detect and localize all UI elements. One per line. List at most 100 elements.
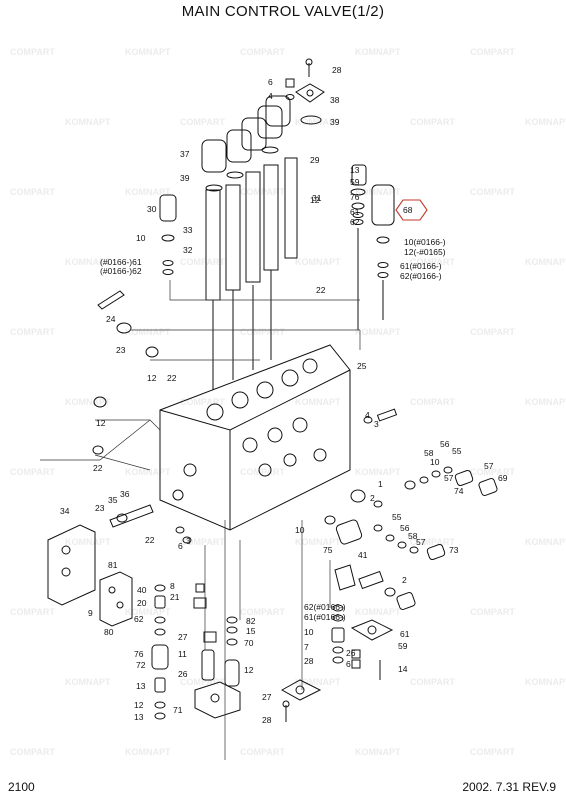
callout-label: 40 xyxy=(137,585,147,595)
watermark-word: KOMNAPT xyxy=(525,677,566,687)
side-block-left xyxy=(47,524,133,627)
callout-label: 23 xyxy=(116,345,126,355)
callout-label: 62 xyxy=(350,217,360,227)
watermark-word: COMPART xyxy=(10,187,55,197)
callout-label: 4 xyxy=(365,410,370,420)
lower-middle-stack xyxy=(194,616,241,719)
callout-label: 56 xyxy=(440,439,450,449)
watermark-word: COMPART xyxy=(10,467,55,477)
watermark-layer: COMPART KOMNAPT COMPART KOMNAPT COMPART KOMNA… xyxy=(10,47,566,757)
watermark-word: KOMNAPT xyxy=(295,397,341,407)
watermark-word: KOMNAPT xyxy=(355,747,401,757)
callout-label: 23 xyxy=(95,503,105,513)
callout-label: 41 xyxy=(358,550,368,560)
watermark-word: KOMNAPT xyxy=(125,327,171,337)
callout-label: 10 xyxy=(136,233,146,243)
watermark-word: KOMNAPT xyxy=(65,537,111,547)
callout-label: 25 xyxy=(357,361,367,371)
callout-label: 13 xyxy=(136,681,146,691)
watermark-word: KOMNAPT xyxy=(295,257,341,267)
watermark-word: KOMNAPT xyxy=(355,327,401,337)
watermark-word: KOMNAPT xyxy=(525,397,566,407)
callout-label: 12 xyxy=(310,195,320,205)
callout-label: 3 xyxy=(186,536,191,546)
watermark-word: KOMNAPT xyxy=(525,257,566,267)
callout-label: 28 xyxy=(304,656,314,666)
watermark-word: COMPART xyxy=(180,397,225,407)
callout-label: 13 xyxy=(134,712,144,722)
watermark-word: COMPART xyxy=(410,537,455,547)
callout-label: 33 xyxy=(183,225,193,235)
callout-label: 12(-#0165) xyxy=(404,247,446,257)
callout-label: 70 xyxy=(244,638,254,648)
callout-label: 61 xyxy=(350,207,360,217)
callout-label: 12 xyxy=(134,700,144,710)
spool-bank xyxy=(201,95,298,390)
watermark-word: KOMNAPT xyxy=(295,117,341,127)
callout-label: 3 xyxy=(374,419,379,429)
callout-label: 31 xyxy=(312,193,322,203)
watermark-word: COMPART xyxy=(180,537,225,547)
lower-left-stack xyxy=(151,583,207,720)
page-title: MAIN CONTROL VALVE(1/2) xyxy=(181,3,385,20)
callout-label: 15 xyxy=(246,626,256,636)
callout-label: 58 xyxy=(408,531,418,541)
callout-label: 22 xyxy=(167,373,177,383)
watermark-word: COMPART xyxy=(240,747,285,757)
callout-label: 57 xyxy=(416,537,426,547)
callout-label: 2 xyxy=(402,575,407,585)
watermark-word: COMPART xyxy=(410,117,455,127)
callout-label: 13 xyxy=(350,165,360,175)
left-small-parts xyxy=(92,194,177,455)
footer-page-code: 2100 xyxy=(8,780,35,794)
watermark-word: KOMNAPT xyxy=(295,677,341,687)
callout-label: 71 xyxy=(173,705,183,715)
watermark-word: KOMNAPT xyxy=(125,187,171,197)
watermark-word: COMPART xyxy=(410,397,455,407)
watermark-word: COMPART xyxy=(180,677,225,687)
callout-label: 4 xyxy=(268,91,273,101)
watermark-word: COMPART xyxy=(240,327,285,337)
watermark-word: KOMNAPT xyxy=(125,607,171,617)
watermark-word: KOMNAPT xyxy=(355,187,401,197)
watermark-word: KOMNAPT xyxy=(525,537,566,547)
callout-label: 73 xyxy=(449,545,459,555)
watermark-word: COMPART xyxy=(470,747,515,757)
callout-label: 82 xyxy=(246,616,256,626)
right-side-parts xyxy=(109,408,498,610)
callout-label: 74 xyxy=(454,486,464,496)
callout-label: 11 xyxy=(178,649,187,659)
watermark-word: COMPART xyxy=(470,327,515,337)
watermark-word: COMPART xyxy=(10,607,55,617)
callout-label: (#0166-)61 xyxy=(100,257,142,267)
valve-body xyxy=(159,344,351,531)
watermark-word: COMPART xyxy=(240,467,285,477)
callout-label: 62 xyxy=(134,614,144,624)
callout-label: 39 xyxy=(330,117,340,127)
callout-label: 38 xyxy=(330,95,340,105)
callout-label: 6 xyxy=(346,659,351,669)
callout-label: 22 xyxy=(93,463,103,473)
callout-label: 61(#0166-) xyxy=(304,612,346,622)
watermark-word: COMPART xyxy=(180,257,225,267)
watermark-word: COMPART xyxy=(240,47,285,57)
callout-label: 7 xyxy=(304,642,309,652)
watermark-word: COMPART xyxy=(10,47,55,57)
callout-label: 57 xyxy=(444,473,454,483)
right-upper-parts xyxy=(350,164,395,330)
leader-lines xyxy=(40,280,361,760)
watermark-word: KOMNAPT xyxy=(125,747,171,757)
watermark-word: COMPART xyxy=(470,607,515,617)
callout-label: 12 xyxy=(244,665,254,675)
callout-label: 72 xyxy=(136,660,146,670)
watermark-word: COMPART xyxy=(470,187,515,197)
callout-label: 21 xyxy=(170,592,180,602)
callout-label: 14 xyxy=(398,664,408,674)
watermark-word: COMPART xyxy=(410,677,455,687)
watermark-word: KOMNAPT xyxy=(65,117,111,127)
watermark-word: KOMNAPT xyxy=(355,47,401,57)
callout-label: 76 xyxy=(350,192,360,202)
callout-label: 22 xyxy=(316,285,326,295)
callout-label: 69 xyxy=(498,473,508,483)
